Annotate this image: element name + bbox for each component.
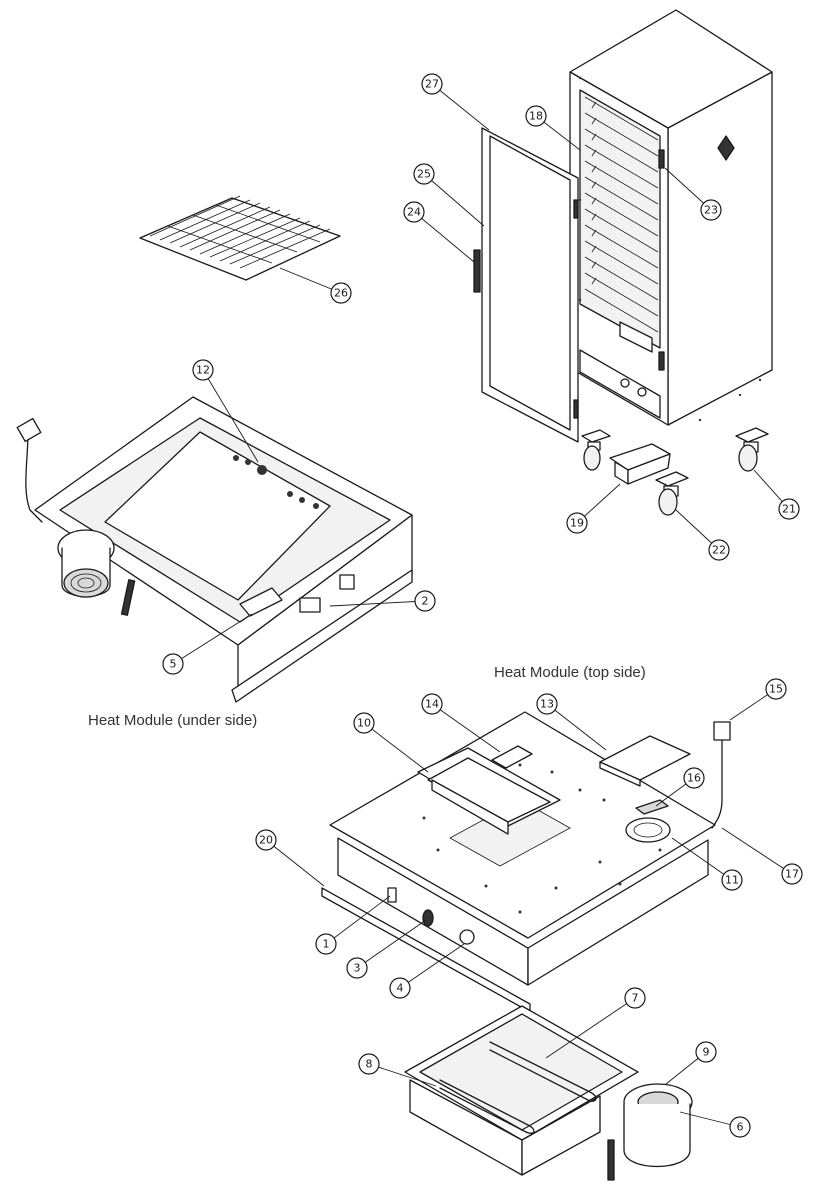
callout-13: 13 <box>536 693 558 715</box>
callout-22: 22 <box>708 539 730 561</box>
callout-9: 9 <box>695 1041 717 1063</box>
svg-text:9: 9 <box>703 1046 710 1059</box>
heater-box <box>404 1005 693 1181</box>
svg-text:17: 17 <box>785 868 799 881</box>
callout-10: 10 <box>353 712 375 734</box>
callout-18: 18 <box>525 105 547 127</box>
callout-16: 16 <box>683 767 705 789</box>
svg-text:27: 27 <box>425 78 439 91</box>
callout-24: 24 <box>403 201 425 223</box>
callout-20: 20 <box>255 829 277 851</box>
svg-text:21: 21 <box>782 503 796 516</box>
cabinet <box>569 9 773 426</box>
callout-27: 27 <box>421 73 443 95</box>
heat-module-topside <box>321 711 731 1013</box>
svg-text:24: 24 <box>407 206 421 219</box>
callout-7: 7 <box>624 987 646 1009</box>
svg-text:26: 26 <box>334 287 348 300</box>
svg-text:5: 5 <box>170 658 177 671</box>
callout-11: 11 <box>721 869 743 891</box>
svg-text:19: 19 <box>570 517 584 530</box>
caption-top-side: Heat Module (top side) <box>494 664 646 681</box>
svg-text:3: 3 <box>354 962 361 975</box>
svg-text:18: 18 <box>529 110 543 123</box>
svg-text:2: 2 <box>422 595 429 608</box>
caster-19-pan <box>609 443 671 485</box>
callout-21: 21 <box>778 498 800 520</box>
svg-text:1: 1 <box>323 938 330 951</box>
callout-6: 6 <box>729 1116 751 1138</box>
svg-text:14: 14 <box>425 698 439 711</box>
svg-text:6: 6 <box>737 1121 744 1134</box>
svg-text:4: 4 <box>397 982 404 995</box>
svg-text:25: 25 <box>417 168 431 181</box>
wire-rack <box>139 195 341 281</box>
svg-text:7: 7 <box>632 992 639 1005</box>
svg-text:22: 22 <box>712 544 726 557</box>
svg-text:16: 16 <box>687 772 701 785</box>
callout-19: 19 <box>566 512 588 534</box>
svg-text:13: 13 <box>540 698 554 711</box>
caster-left <box>581 429 611 471</box>
svg-text:20: 20 <box>259 834 273 847</box>
callout-23: 23 <box>700 199 722 221</box>
callout-14: 14 <box>421 693 443 715</box>
svg-text:23: 23 <box>704 204 718 217</box>
svg-text:12: 12 <box>196 364 210 377</box>
callout-5: 5 <box>162 653 184 675</box>
svg-text:15: 15 <box>769 683 783 696</box>
callout-12: 12 <box>192 359 214 381</box>
callout-25: 25 <box>413 163 435 185</box>
caster-22 <box>655 471 689 516</box>
callout-4: 4 <box>389 977 411 999</box>
callout-2: 2 <box>414 590 436 612</box>
svg-text:8: 8 <box>366 1058 373 1071</box>
callout-17: 17 <box>781 863 803 885</box>
caption-under-side: Heat Module (under side) <box>88 712 258 729</box>
callout-26: 26 <box>330 282 352 304</box>
callout-15: 15 <box>765 678 787 700</box>
callouts: 27 18 25 24 23 26 12 19 22 21 2 5 10 14 … <box>162 73 803 1138</box>
svg-text:11: 11 <box>725 874 739 887</box>
callout-3: 3 <box>346 957 368 979</box>
heat-module-underside <box>16 396 413 703</box>
door <box>473 127 579 443</box>
callout-1: 1 <box>315 933 337 955</box>
svg-text:10: 10 <box>357 717 371 730</box>
callout-8: 8 <box>358 1053 380 1075</box>
caster-21 <box>735 427 769 472</box>
